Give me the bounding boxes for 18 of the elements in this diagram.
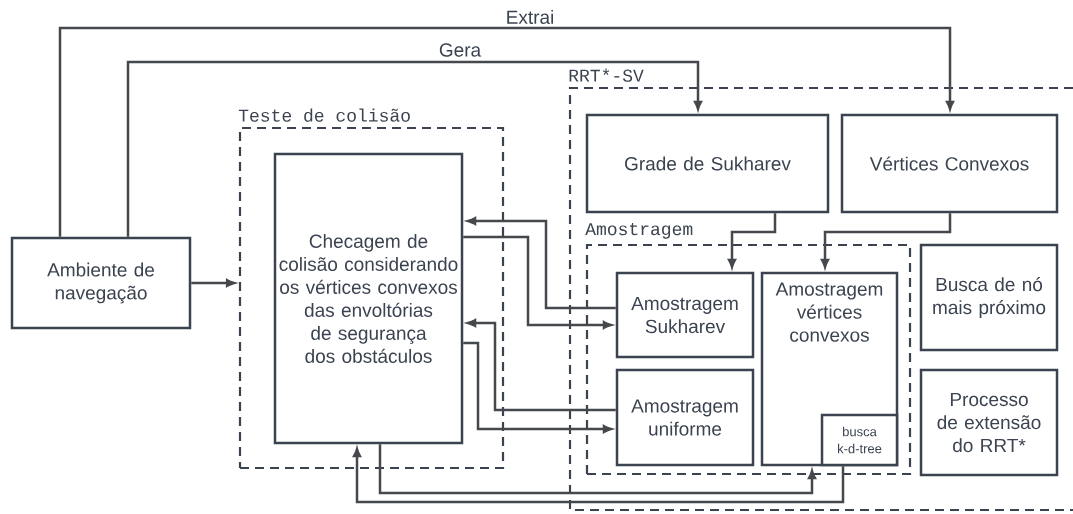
process-box: Ambiente de navegação xyxy=(10,236,192,330)
process-box: Checagem de colisão considerando os vértices convexos das envoltórias de segurança dos obstáculos xyxy=(273,152,464,445)
process-box: Vértices Convexos xyxy=(840,113,1059,214)
arrow xyxy=(378,444,817,495)
arrow xyxy=(191,278,236,288)
process-box: Amostragem Sukharev xyxy=(615,271,755,359)
process-box: Processo de extensão do RRT* xyxy=(919,368,1059,477)
process-box: Amostragem uniforme xyxy=(615,368,755,467)
process-box: Busca de nó mais próximo xyxy=(919,243,1059,352)
group-heading: RRT*-SV xyxy=(569,68,644,82)
group-heading: Amostragem xyxy=(585,223,693,239)
process-box: Grade de Sukharev xyxy=(585,113,830,214)
group-heading: Teste de colisão xyxy=(238,108,410,122)
edge-label: Extrai xyxy=(504,9,556,25)
edge-label: Gera xyxy=(437,42,483,58)
process-box: busca k-d-tree xyxy=(820,413,899,467)
arrow xyxy=(58,26,955,237)
arrow xyxy=(126,60,703,237)
